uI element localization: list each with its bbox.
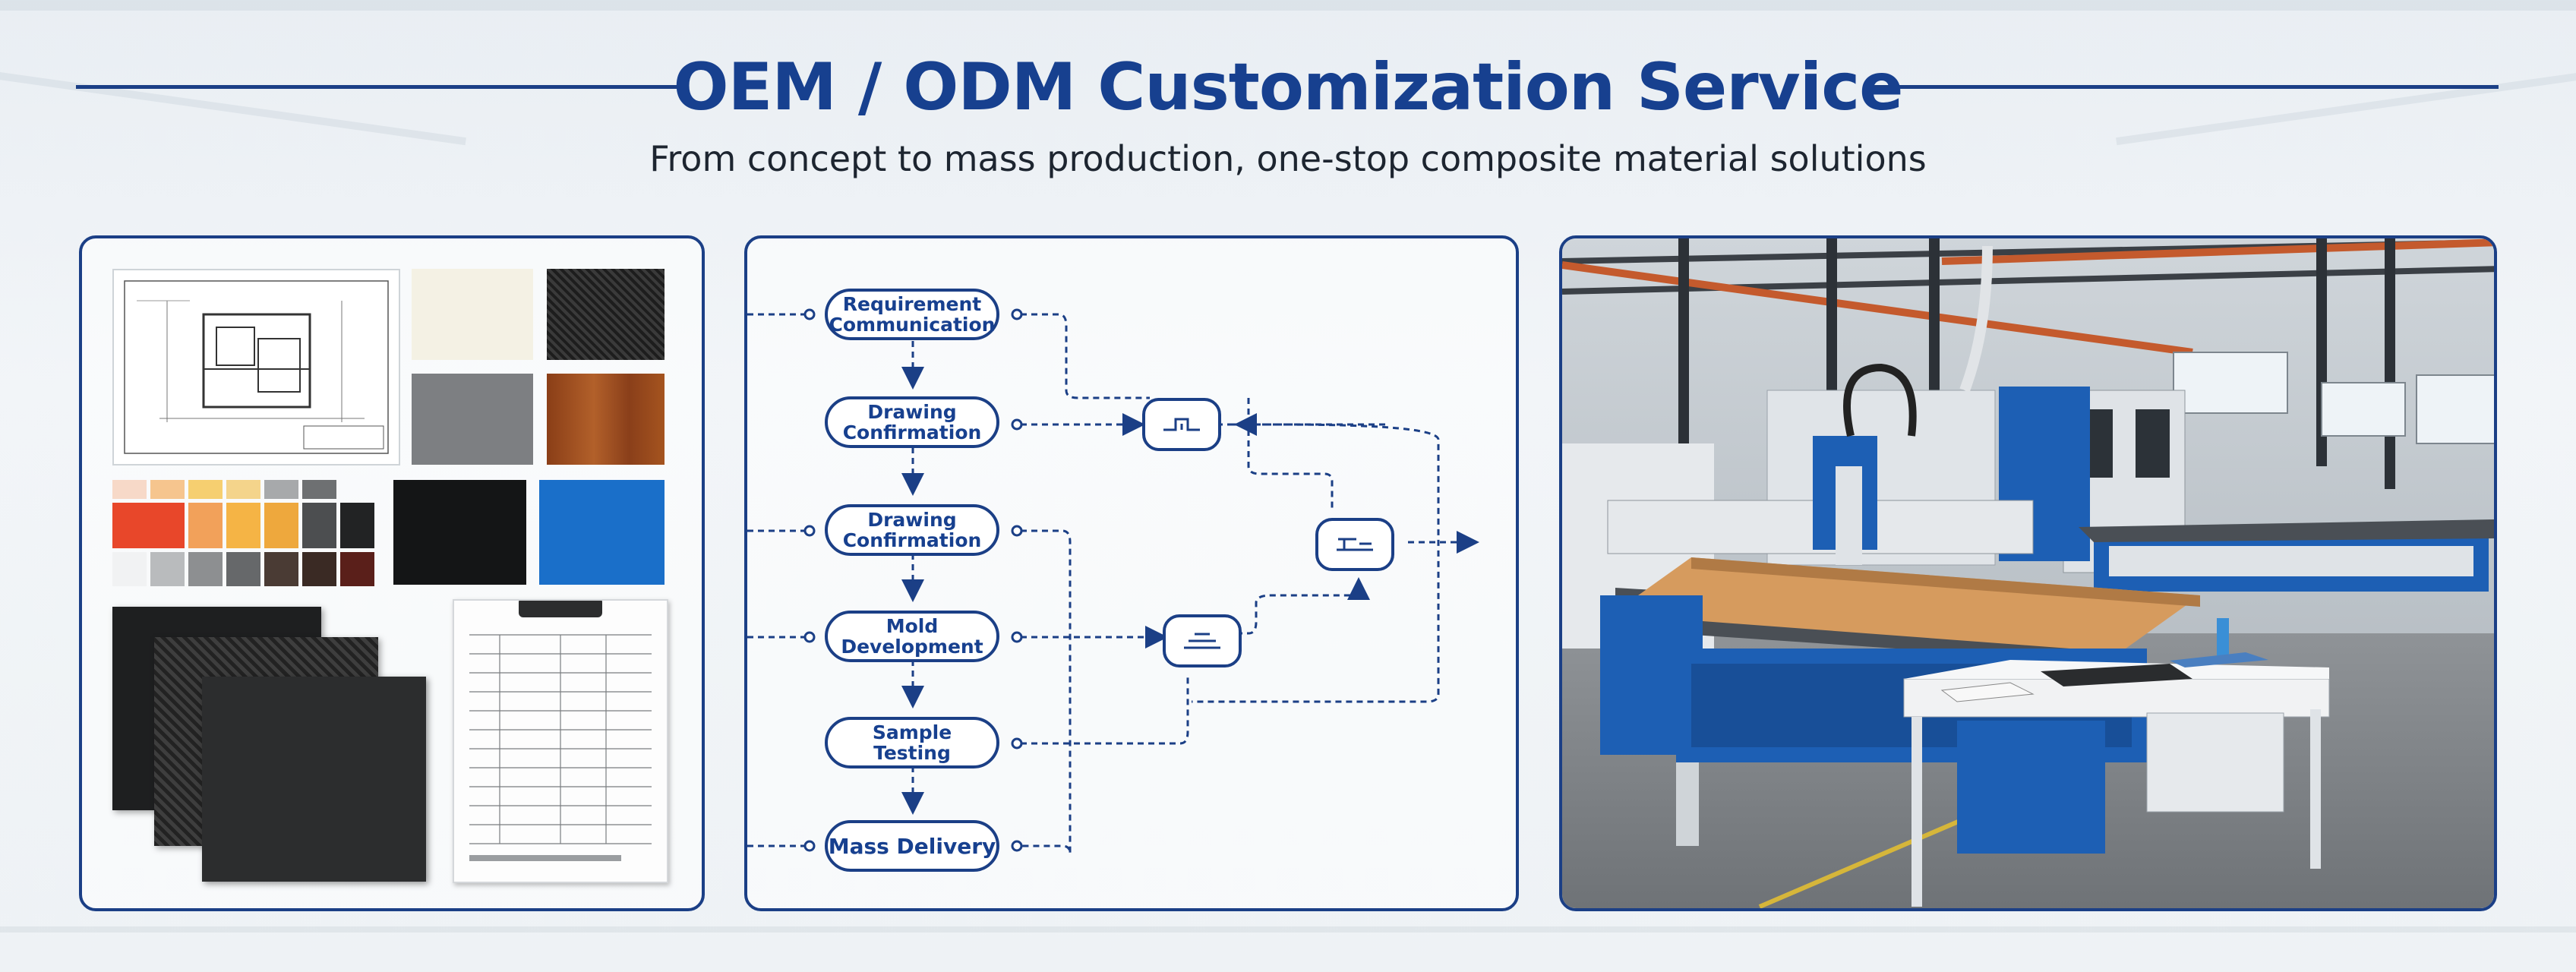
title-rule-left xyxy=(76,85,683,89)
tool-icon xyxy=(1163,614,1242,667)
technical-drawing xyxy=(112,269,400,465)
title-rule-right xyxy=(1868,85,2499,89)
sample-wood-grain xyxy=(547,374,665,465)
header: OEM / ODM Customization Service xyxy=(0,42,2576,133)
sample-black xyxy=(393,480,526,585)
sample-cream xyxy=(412,269,533,360)
sample-black-sheet-2 xyxy=(202,677,426,882)
step-mass-delivery: Mass Delivery xyxy=(825,820,999,872)
page-title: OEM / ODM Customization Service xyxy=(673,49,1904,125)
factory-photo xyxy=(1559,235,2497,911)
tool-icon xyxy=(1142,398,1221,451)
tool-icon xyxy=(1315,518,1394,571)
specification-sheet xyxy=(453,598,668,883)
sample-carbon-fiber xyxy=(547,269,665,360)
flow-connectors xyxy=(747,308,1479,854)
sample-blue xyxy=(539,480,665,585)
page-subtitle: From concept to mass production, one-sto… xyxy=(649,138,1927,179)
material-samples-panel xyxy=(79,235,705,911)
sample-grey xyxy=(412,374,533,465)
color-chip-palette xyxy=(112,480,386,586)
